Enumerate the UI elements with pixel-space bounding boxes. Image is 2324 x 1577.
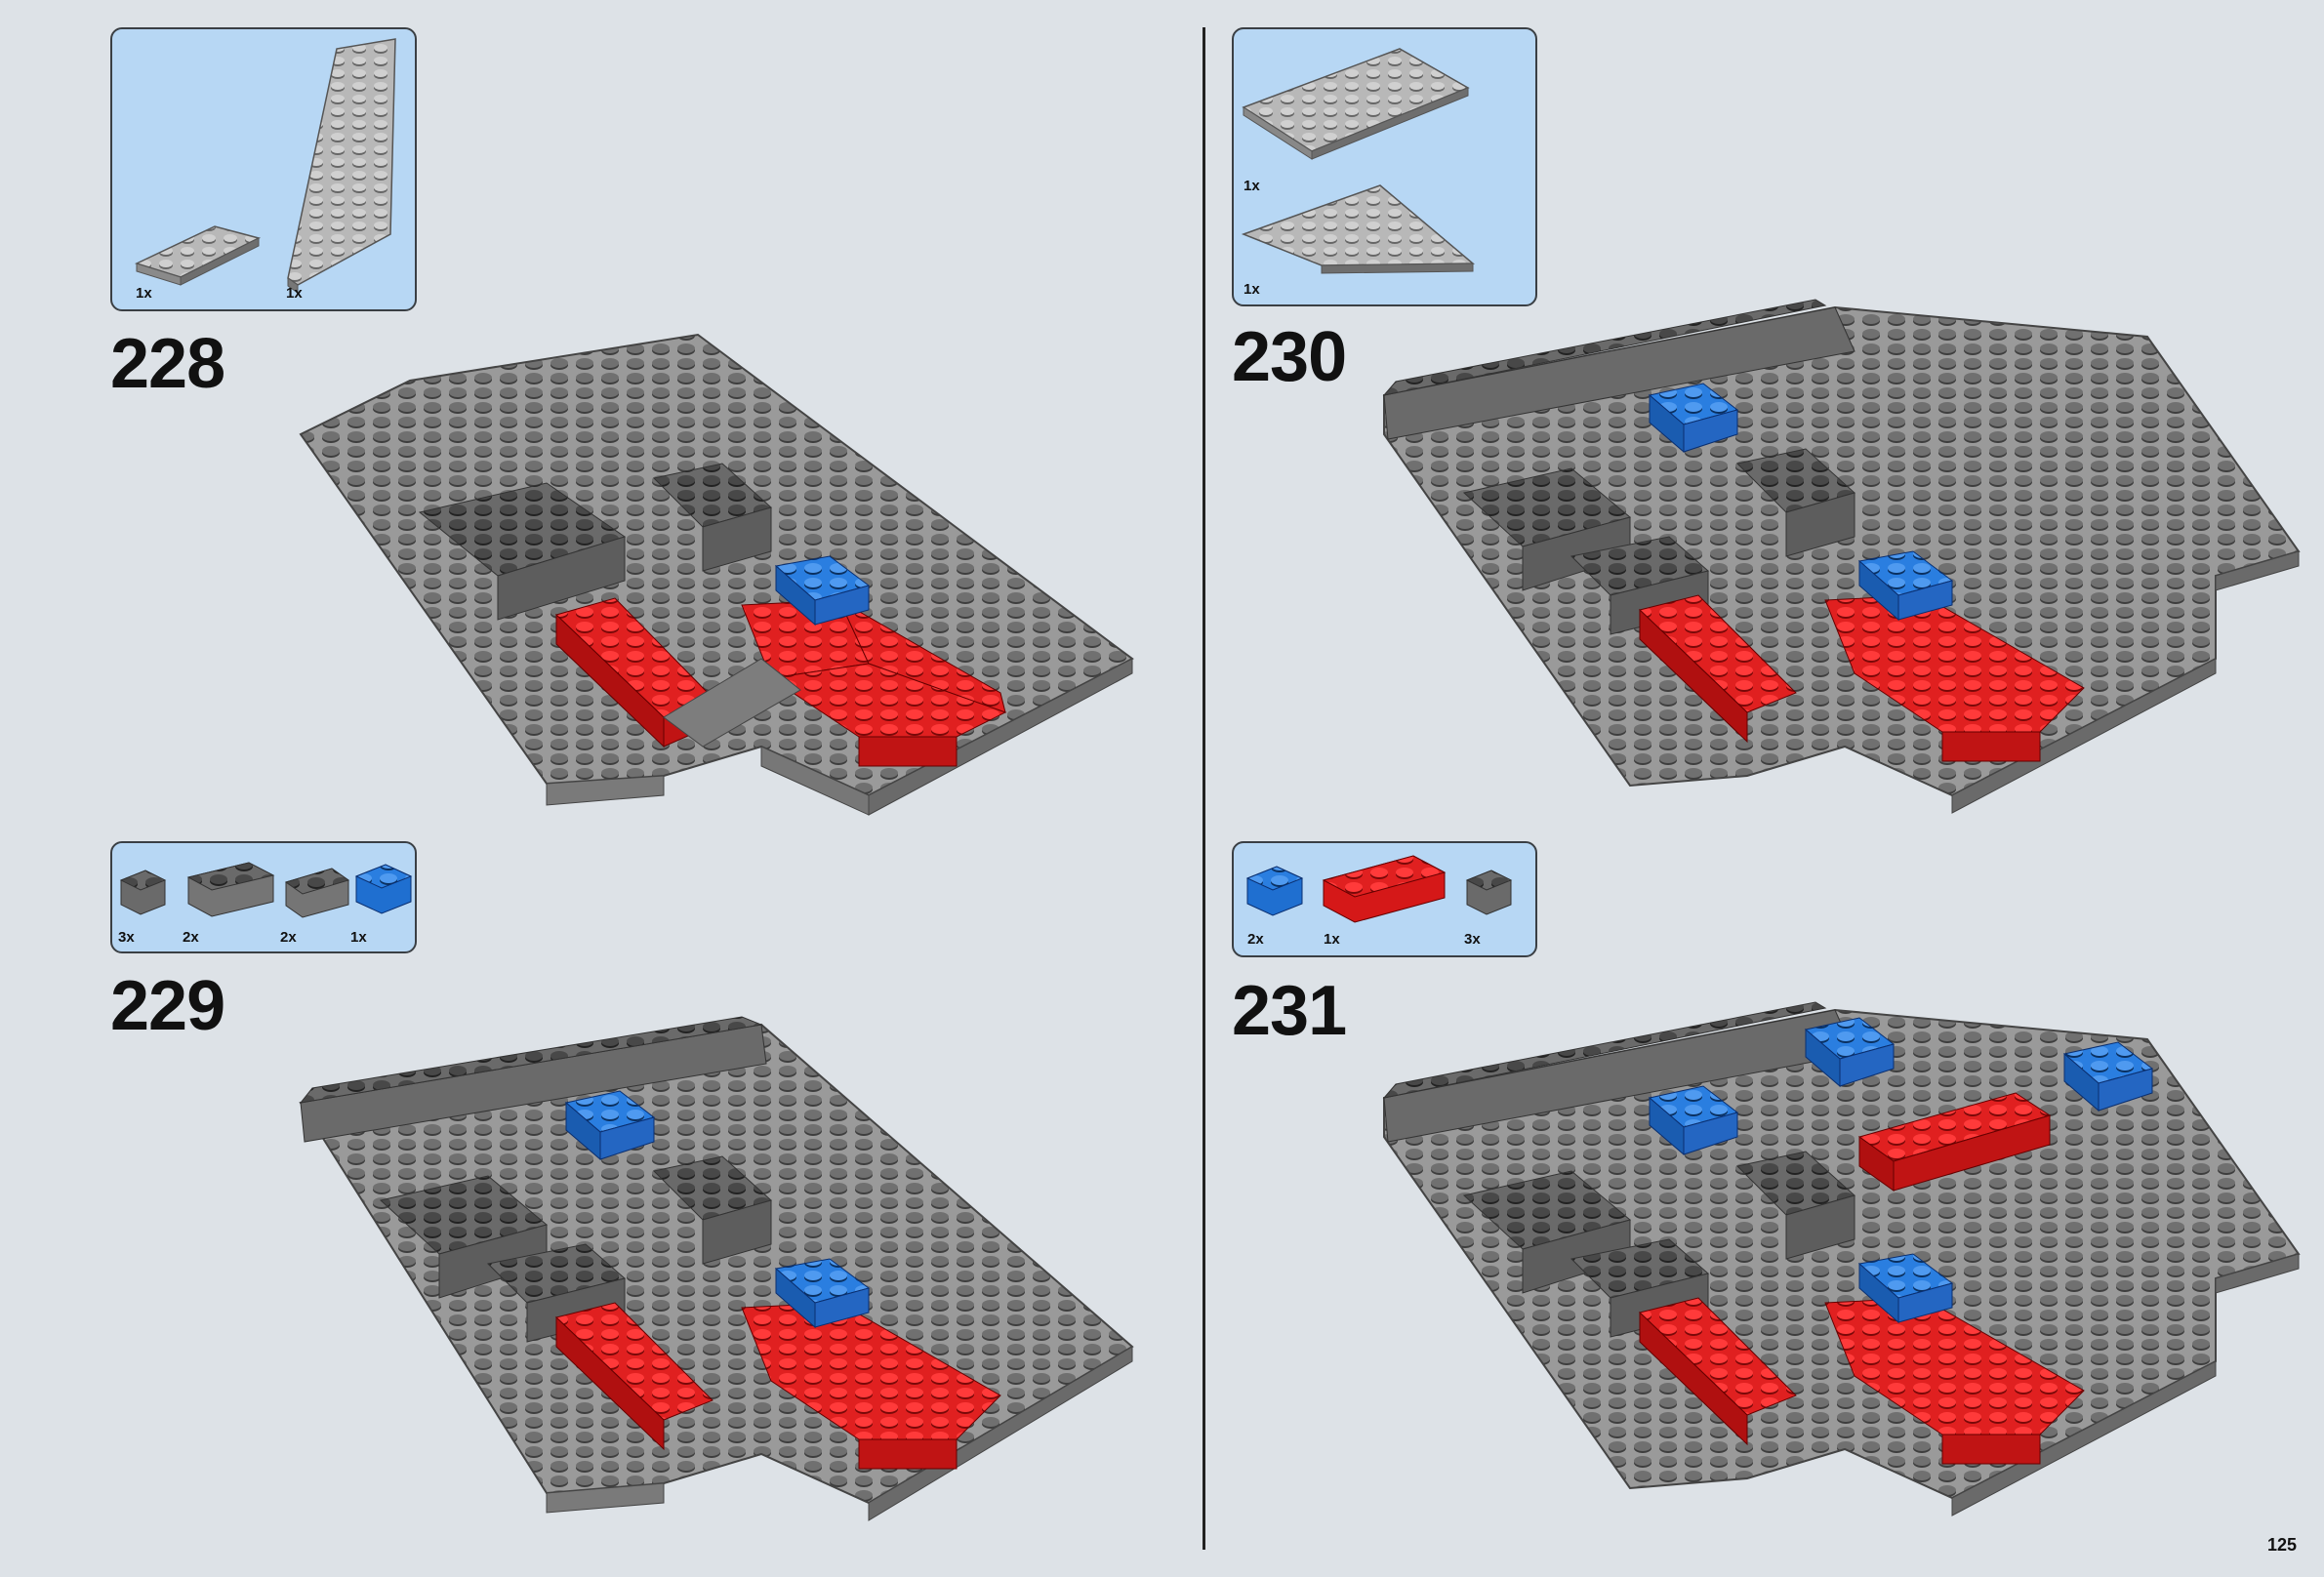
part-qty: 1x xyxy=(1324,931,1340,948)
parts-callout: 1x 1x xyxy=(1232,27,1537,306)
part-qty: 2x xyxy=(280,929,297,946)
step-number: 229 xyxy=(110,967,225,1045)
step-number: 231 xyxy=(1232,972,1347,1050)
part-qty: 2x xyxy=(183,929,199,946)
parts-callout: 2x 1x 3x xyxy=(1232,841,1537,957)
part-qty: 3x xyxy=(118,929,135,946)
model-assembly xyxy=(1382,1001,2301,1516)
part-qty: 1x xyxy=(286,285,303,302)
brick-gray-2x3 xyxy=(284,868,350,918)
wedge-plate-gray xyxy=(287,38,396,294)
part-qty: 1x xyxy=(350,929,367,946)
model-assembly xyxy=(299,333,1134,816)
part-qty: 3x xyxy=(1464,931,1481,948)
brick-gray-2x4 xyxy=(186,862,275,917)
brick-blue-2x2 xyxy=(1245,866,1304,916)
brick-corner-dark-gray xyxy=(1465,869,1513,915)
page-divider xyxy=(1203,27,1205,1550)
brick-blue-2x2 xyxy=(354,864,413,914)
plate-gray-2x6 xyxy=(134,225,262,286)
parts-callout: 1x 1x xyxy=(110,27,417,311)
part-qty: 2x xyxy=(1247,931,1264,948)
part-qty: 1x xyxy=(1244,281,1260,298)
wedge-plate-gray-large xyxy=(1241,184,1476,274)
step-number: 230 xyxy=(1232,318,1347,396)
model-assembly xyxy=(299,1016,1134,1521)
parts-callout: 3x 2x 2x 1x xyxy=(110,841,417,953)
brick-corner-dark-gray xyxy=(119,869,167,915)
step-number: 228 xyxy=(110,325,225,403)
model-assembly xyxy=(1382,299,2301,814)
brick-red-2x6 xyxy=(1322,855,1447,923)
part-qty: 1x xyxy=(1244,178,1260,194)
plate-gray-6x8 xyxy=(1242,48,1470,160)
part-qty: 1x xyxy=(136,285,152,302)
page-number: 125 xyxy=(2266,1535,2297,1555)
